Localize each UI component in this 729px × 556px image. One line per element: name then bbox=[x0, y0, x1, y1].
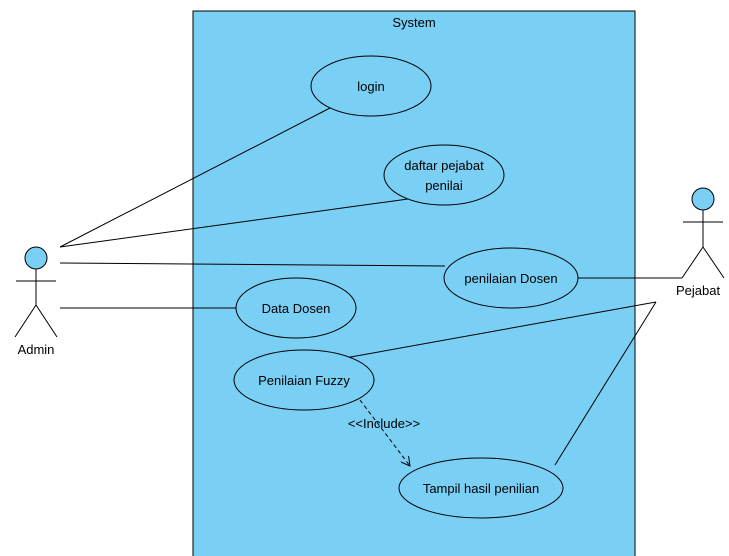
use-case-penilaian-dosen-shape bbox=[443, 247, 579, 309]
assoc-pejabat-tampil-hasil[interactable] bbox=[554, 301, 657, 466]
actor-admin-head bbox=[24, 246, 48, 270]
assoc-admin-daftar[interactable] bbox=[59, 197, 416, 248]
associations bbox=[59, 107, 682, 466]
actor-admin-leg-left bbox=[14, 304, 37, 338]
use-case-penilaian-fuzzy[interactable]: Penilaian Fuzzy bbox=[233, 349, 375, 411]
use-case-daftar-pejabat-penilai[interactable]: daftar pejabat penilai bbox=[383, 144, 505, 206]
use-case-penilaian-fuzzy-shape bbox=[233, 349, 375, 411]
use-case-penilaian-fuzzy-label: Penilaian Fuzzy bbox=[258, 373, 350, 388]
use-case-tampil-hasil-label: Tampil hasil penilian bbox=[423, 481, 539, 496]
actor-pejabat-head bbox=[691, 187, 715, 211]
actor-pejabat-label: Pejabat bbox=[676, 283, 720, 298]
system-label: System bbox=[392, 15, 435, 30]
use-case-tampil-hasil-shape bbox=[398, 457, 564, 519]
use-case-daftar-shape bbox=[383, 144, 505, 206]
use-case-data-dosen-shape bbox=[235, 277, 357, 339]
use-case-login-shape bbox=[310, 55, 432, 117]
use-case-penilaian-dosen[interactable]: penilaian Dosen bbox=[443, 247, 579, 309]
actor-pejabat-leg-right bbox=[702, 246, 725, 279]
use-case-tampil-hasil[interactable]: Tampil hasil penilian bbox=[398, 457, 564, 519]
use-case-login[interactable]: login bbox=[310, 55, 432, 117]
use-case-data-dosen-label: Data Dosen bbox=[262, 301, 331, 316]
actor-pejabat[interactable] bbox=[681, 187, 725, 279]
use-case-daftar-label-line1: daftar pejabat bbox=[404, 158, 484, 173]
use-case-daftar-label-line2: penilai bbox=[425, 178, 463, 193]
actor-admin-label: Admin bbox=[18, 342, 55, 357]
assoc-pejabat-penilaian-fuzzy[interactable] bbox=[344, 301, 657, 359]
use-case-login-label: login bbox=[357, 79, 384, 94]
include-label: <<Include>> bbox=[348, 416, 420, 431]
use-case-data-dosen[interactable]: Data Dosen bbox=[235, 277, 357, 339]
use-case-penilaian-dosen-label: penilaian Dosen bbox=[464, 271, 557, 286]
actor-pejabat-leg-left bbox=[681, 246, 704, 279]
assoc-admin-penilaian-dosen[interactable] bbox=[59, 262, 446, 267]
actor-admin-leg-right bbox=[35, 304, 58, 338]
assoc-admin-login[interactable] bbox=[59, 107, 331, 248]
actor-admin[interactable] bbox=[14, 246, 58, 338]
